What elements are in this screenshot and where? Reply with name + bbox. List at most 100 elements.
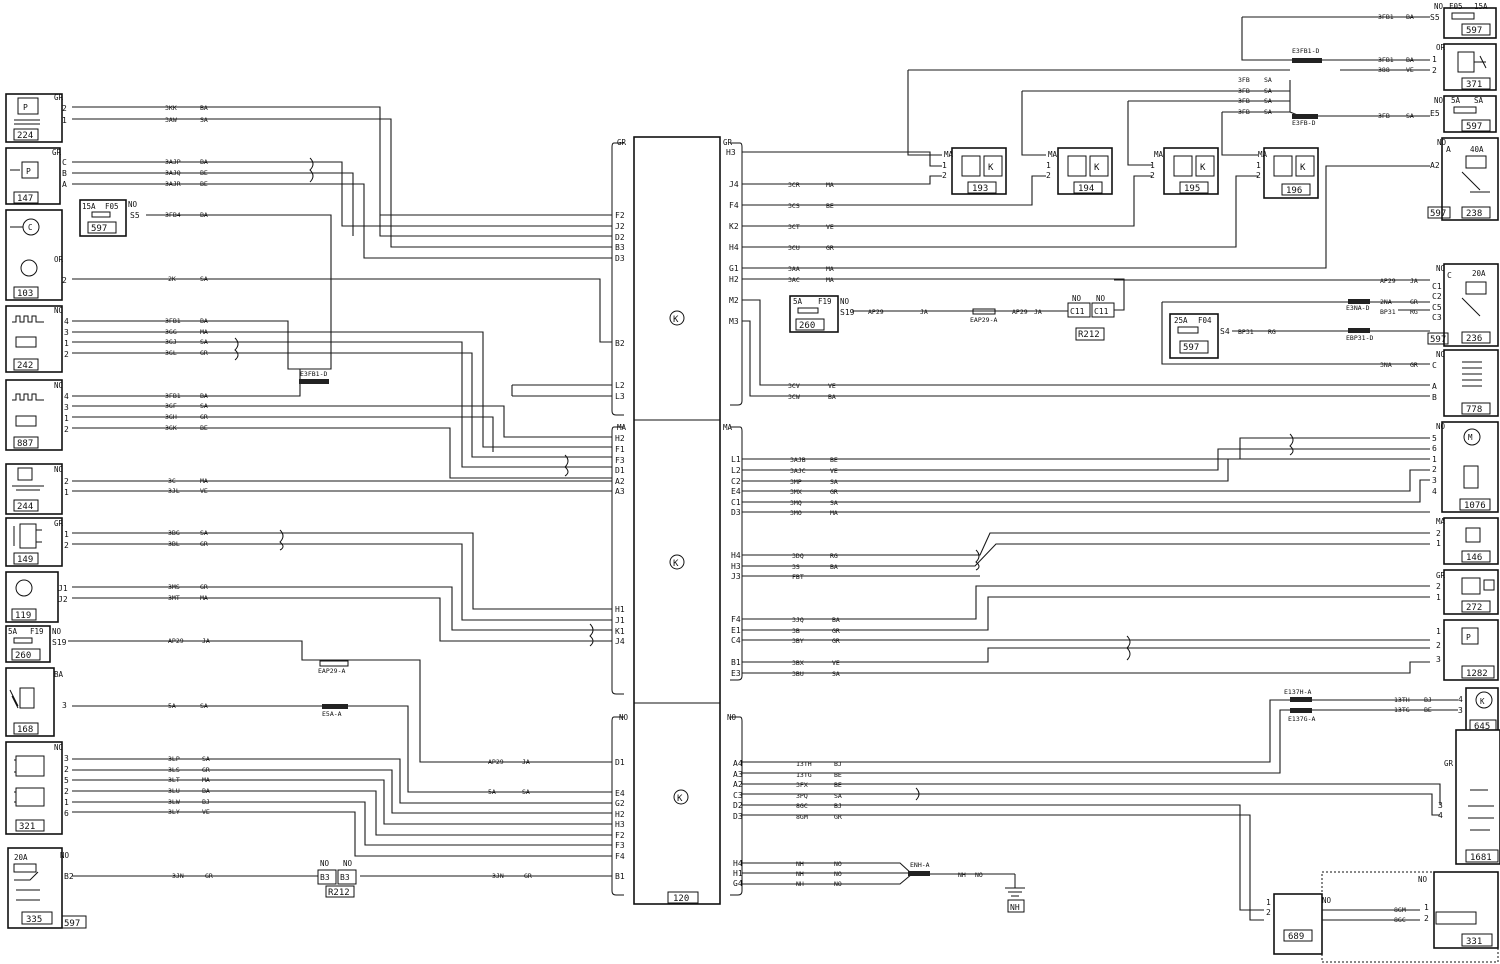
svg-text:A3: A3 — [615, 487, 625, 496]
svg-text:NO: NO — [54, 381, 64, 390]
component-149[interactable]: 149 GR 1 2 — [5, 517, 69, 567]
splice-eap29a-left: EAP29-A — [318, 660, 349, 675]
ground-nh: NH — [1005, 874, 1025, 913]
svg-text:GR: GR — [200, 349, 208, 357]
svg-text:597: 597 — [1466, 122, 1482, 132]
svg-text:8GM: 8GM — [1394, 906, 1406, 914]
svg-text:3LY: 3LY — [168, 808, 180, 816]
svg-text:FBT: FBT — [792, 573, 804, 581]
svg-text:K: K — [673, 315, 679, 325]
component-778[interactable]: NO C A B 778 — [1432, 349, 1499, 417]
svg-text:NO: NO — [54, 743, 64, 752]
component-331[interactable]: NO 1 2 331 — [1321, 871, 1499, 963]
fuse-597-top-right[interactable]: NO F05 15A 597 S5 — [1430, 2, 1497, 39]
relay-193[interactable]: K 193 MA 1 2 — [942, 147, 1007, 195]
svg-text:C: C — [1447, 271, 1452, 280]
fuse-597-e5[interactable]: NO 5A SA 597 E5 — [1430, 95, 1497, 133]
svg-text:SA: SA — [1406, 112, 1414, 120]
svg-text:NH: NH — [1010, 903, 1020, 912]
svg-text:3GL: 3GL — [165, 349, 177, 357]
svg-text:BE: BE — [200, 180, 208, 188]
svg-text:2: 2 — [1046, 171, 1051, 180]
svg-text:BP31: BP31 — [1238, 328, 1254, 336]
svg-text:1: 1 — [64, 414, 69, 423]
svg-text:RG: RG — [1268, 328, 1276, 336]
svg-text:3: 3 — [64, 754, 69, 763]
ecu-k-icon: K K K — [669, 310, 689, 805]
connector-r212-c11[interactable]: NO NO C11 C11 R212 — [1067, 294, 1115, 341]
svg-text:SA: SA — [200, 702, 208, 710]
component-371[interactable]: 371 OR 1 2 — [1432, 43, 1497, 91]
svg-text:NO: NO — [60, 851, 70, 860]
svg-text:K: K — [673, 559, 679, 569]
svg-text:L3: L3 — [615, 392, 625, 401]
svg-text:MA: MA — [826, 276, 834, 284]
component-272[interactable]: GR 2 1 272 — [1436, 569, 1499, 615]
component-224[interactable]: P 224 GR 2 1 — [5, 93, 67, 143]
component-242[interactable]: 242 NO 4 3 1 2 — [5, 305, 69, 373]
component-238[interactable]: NO A 40A A2 597 238 — [1427, 137, 1499, 221]
svg-text:3AJQ: 3AJQ — [165, 169, 181, 177]
splice-e137g: E137G-A — [1288, 708, 1315, 723]
svg-text:2: 2 — [1432, 465, 1437, 474]
component-321[interactable]: 321 NO 3 2 5 2 1 6 — [5, 741, 69, 835]
component-103[interactable]: C 103 OR 2 — [5, 209, 67, 301]
svg-text:149: 149 — [17, 555, 33, 565]
svg-text:15A: 15A — [82, 202, 96, 211]
relay-194[interactable]: K 194 MA 1 2 — [1046, 147, 1113, 195]
fuse-260-left[interactable]: 5A F19 260 NO S19 — [5, 625, 67, 663]
svg-text:2: 2 — [64, 765, 69, 774]
component-689[interactable]: NO 1 2 689 — [1266, 893, 1332, 955]
svg-text:H4: H4 — [731, 551, 741, 560]
ecu-conn1-right-color: GR — [723, 138, 733, 147]
svg-text:2: 2 — [1436, 641, 1441, 650]
svg-text:AP29: AP29 — [488, 758, 504, 766]
svg-text:VE: VE — [202, 808, 210, 816]
fuse-597-f05[interactable]: 15A F05 597 NO S5 — [79, 199, 140, 237]
fuse-597-f04[interactable]: 25A F04 597 S4 — [1169, 313, 1230, 359]
svg-text:BA: BA — [832, 616, 840, 624]
svg-text:SA: SA — [830, 478, 838, 486]
svg-text:SA: SA — [200, 529, 208, 537]
svg-text:GR: GR — [54, 519, 64, 528]
svg-text:C11: C11 — [1070, 307, 1085, 316]
ecu-120[interactable]: GR GR MA MA NO NO K K K 120 — [611, 136, 743, 905]
component-1681[interactable]: GR 3 4 1681 — [1438, 729, 1500, 865]
component-147[interactable]: P 147 GR C B A — [5, 147, 67, 205]
component-1282[interactable]: P 1 2 3 1282 — [1436, 619, 1499, 681]
fuse-260-mid[interactable]: 5A F19 260 NO S19 — [789, 295, 855, 333]
svg-text:BA: BA — [828, 393, 836, 401]
component-168[interactable]: 168 BA 3 — [5, 667, 67, 737]
svg-text:NO: NO — [320, 859, 330, 868]
component-119[interactable]: 119 J1 J2 — [5, 571, 68, 623]
connector-r212-b3[interactable]: NO NO B3 B3 R212 — [317, 859, 357, 898]
svg-text:3AJP: 3AJP — [165, 158, 181, 166]
svg-text:BA: BA — [202, 787, 210, 795]
ecu-conn3-left-color: NO — [619, 713, 629, 722]
svg-text:3JN: 3JN — [492, 872, 504, 880]
svg-text:H2: H2 — [615, 434, 625, 443]
svg-text:A2: A2 — [615, 477, 625, 486]
relay-196[interactable]: K 196 MA 1 2 — [1256, 147, 1319, 199]
svg-text:GR: GR — [1410, 361, 1418, 369]
svg-text:SA: SA — [832, 670, 840, 678]
component-244[interactable]: 244 NO 2 1 — [5, 463, 69, 515]
svg-text:103: 103 — [17, 289, 33, 299]
component-1076[interactable]: NO M 5 6 1 2 3 4 1076 — [1432, 421, 1499, 513]
component-146[interactable]: MA 2 1 146 — [1436, 517, 1499, 565]
svg-text:SA: SA — [830, 499, 838, 507]
svg-text:F1: F1 — [615, 445, 625, 454]
svg-text:6: 6 — [64, 809, 69, 818]
svg-text:OR: OR — [54, 255, 64, 264]
svg-text:3: 3 — [1436, 655, 1441, 664]
component-335[interactable]: 20A 335 597 NO B2 — [7, 847, 87, 929]
svg-text:M: M — [1468, 433, 1473, 442]
relay-195[interactable]: K 195 MA 1 2 — [1150, 147, 1219, 195]
component-887[interactable]: 887 NO 4 3 1 2 — [5, 379, 69, 451]
svg-text:1: 1 — [1436, 593, 1441, 602]
component-645[interactable]: K 4 3 645 — [1458, 687, 1499, 733]
svg-text:3JQ: 3JQ — [792, 616, 804, 624]
component-236[interactable]: NO C 20A C1 C2 C5 C3 597 236 — [1427, 263, 1499, 347]
svg-text:NO: NO — [1436, 264, 1446, 273]
